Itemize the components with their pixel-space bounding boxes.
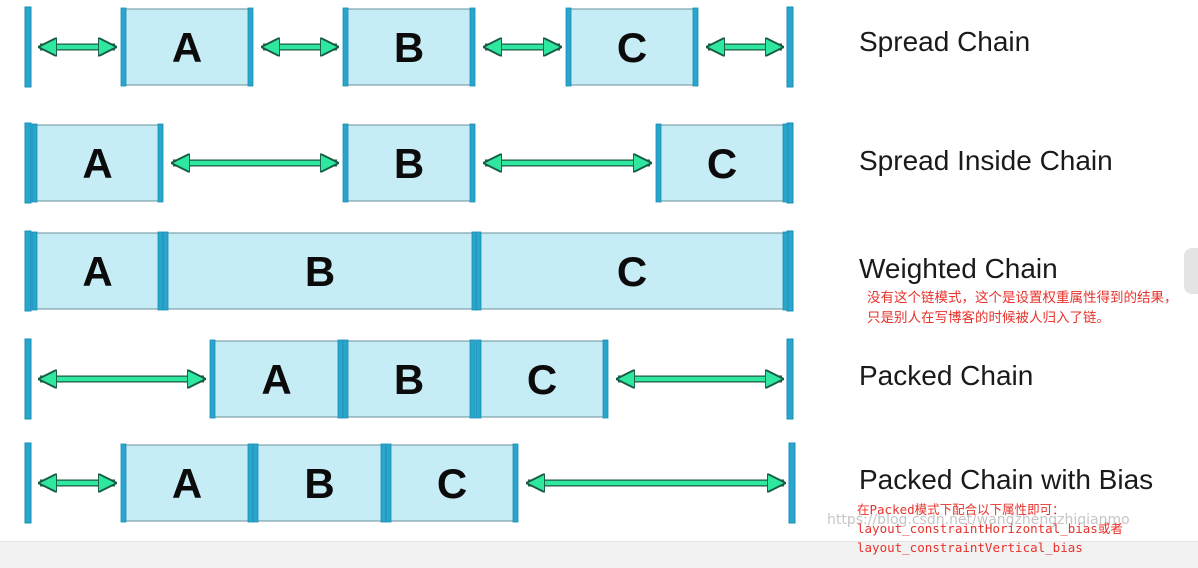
widget-letter: A xyxy=(261,356,291,403)
widget-edge-left xyxy=(342,123,349,203)
widget-edge-left xyxy=(655,123,662,203)
widget-letter: A xyxy=(172,460,202,507)
widget-edge-right xyxy=(157,123,164,203)
widget-box-b xyxy=(164,232,476,310)
parent-edge-bar-right xyxy=(786,338,794,420)
widget-edge-right xyxy=(469,123,476,203)
widget-edge-left xyxy=(120,443,127,523)
widget-letter: C xyxy=(617,24,647,71)
widget-box-a xyxy=(33,124,162,202)
note-weighted-chain: 没有这个链模式，这个是设置权重属性得到的结果，只是别人在写博客的时候被人归入了链… xyxy=(867,290,1178,326)
chain-row-5: A B C xyxy=(24,442,796,524)
widget-edge-right xyxy=(380,443,387,523)
widget-box-b xyxy=(344,124,474,202)
widget-edge-right xyxy=(157,231,164,311)
widget-edge-left xyxy=(31,231,38,311)
note-packed-bias: 在Packed模式下配合以下属性即可： layout_constraintHor… xyxy=(857,500,1187,557)
widget-box-b xyxy=(344,8,474,86)
widget-edge-right xyxy=(782,231,789,311)
widget-edge-left xyxy=(475,231,482,311)
widget-box-a xyxy=(122,8,252,86)
widget-letter: C xyxy=(617,248,647,295)
parent-edge-bar-left xyxy=(24,122,32,204)
widget-letter: B xyxy=(305,248,335,295)
widget-letter: C xyxy=(707,140,737,187)
row-label-packed-chain: Packed Chain xyxy=(859,360,1034,391)
widget-edge-right xyxy=(469,339,476,419)
widget-box-b xyxy=(344,340,474,418)
note-packed-bias-line-2: layout_constraintHorizontal_bias或者 xyxy=(857,521,1123,536)
widget-letter: B xyxy=(394,140,424,187)
widget-box-b xyxy=(254,444,385,522)
widget-letter: B xyxy=(394,24,424,71)
parent-edge-bar-right xyxy=(788,442,796,524)
widget-edge-right xyxy=(512,443,519,523)
note-packed-bias-line-1: 在Packed模式下配合以下属性即可： xyxy=(857,502,1065,517)
widget-edge-left xyxy=(120,7,127,87)
widget-edge-left xyxy=(565,7,572,87)
widget-letter: A xyxy=(172,24,202,71)
widget-edge-right xyxy=(247,443,254,523)
widget-edge-right xyxy=(247,7,254,87)
widget-box-a xyxy=(33,232,162,310)
parent-edge-bar-left xyxy=(24,338,32,420)
parent-edge-bar-left xyxy=(24,442,32,524)
watermark: https://blog.csdn.net/wangzhengzhiqianmo xyxy=(827,512,1130,528)
widget-edge-left xyxy=(31,123,38,203)
widget-edge-left xyxy=(252,443,259,523)
row-label-spread-chain: Spread Chain xyxy=(859,26,1031,57)
row-label-weighted-chain: Weighted Chain xyxy=(859,253,1058,284)
widget-edge-right xyxy=(782,123,789,203)
parent-edge-bar-left xyxy=(24,6,32,88)
bottom-strip xyxy=(0,541,1198,568)
row-label-packed-chain-with-bias: Packed Chain with Bias xyxy=(859,464,1154,495)
parent-edge-bar-left xyxy=(24,230,32,312)
widget-box-c xyxy=(477,340,607,418)
widget-letter: C xyxy=(527,356,557,403)
widget-box-c xyxy=(387,444,517,522)
widget-letter: A xyxy=(82,248,112,295)
widget-edge-left xyxy=(162,231,169,311)
widget-box-c xyxy=(657,124,787,202)
widget-box-c xyxy=(567,8,697,86)
chain-row-2: A B C xyxy=(24,122,794,204)
widget-edge-left xyxy=(385,443,392,523)
widget-letter: C xyxy=(437,460,467,507)
widget-edge-left xyxy=(342,7,349,87)
widget-edge-right xyxy=(469,7,476,87)
widget-box-a xyxy=(122,444,252,522)
parent-edge-bar-right xyxy=(786,6,794,88)
widget-edge-left xyxy=(342,339,349,419)
widget-box-c xyxy=(477,232,787,310)
side-expand-handle[interactable] xyxy=(1184,248,1198,294)
row-label-spread-inside-chain: Spread Inside Chain xyxy=(859,145,1113,176)
chain-row-3: A B C xyxy=(24,230,794,312)
widget-edge-left xyxy=(209,339,216,419)
widget-letter: A xyxy=(82,140,112,187)
chain-row-4: A B C xyxy=(24,338,794,420)
widget-edge-right xyxy=(692,7,699,87)
widget-edge-right xyxy=(337,339,344,419)
widget-edge-right xyxy=(602,339,609,419)
chain-row-1: A B C xyxy=(24,6,794,88)
widget-letter: B xyxy=(394,356,424,403)
widget-box-a xyxy=(211,340,342,418)
widget-edge-left xyxy=(475,339,482,419)
widget-letter: B xyxy=(304,460,334,507)
note-packed-bias-line-3: layout_constraintVertical_bias xyxy=(857,540,1083,555)
